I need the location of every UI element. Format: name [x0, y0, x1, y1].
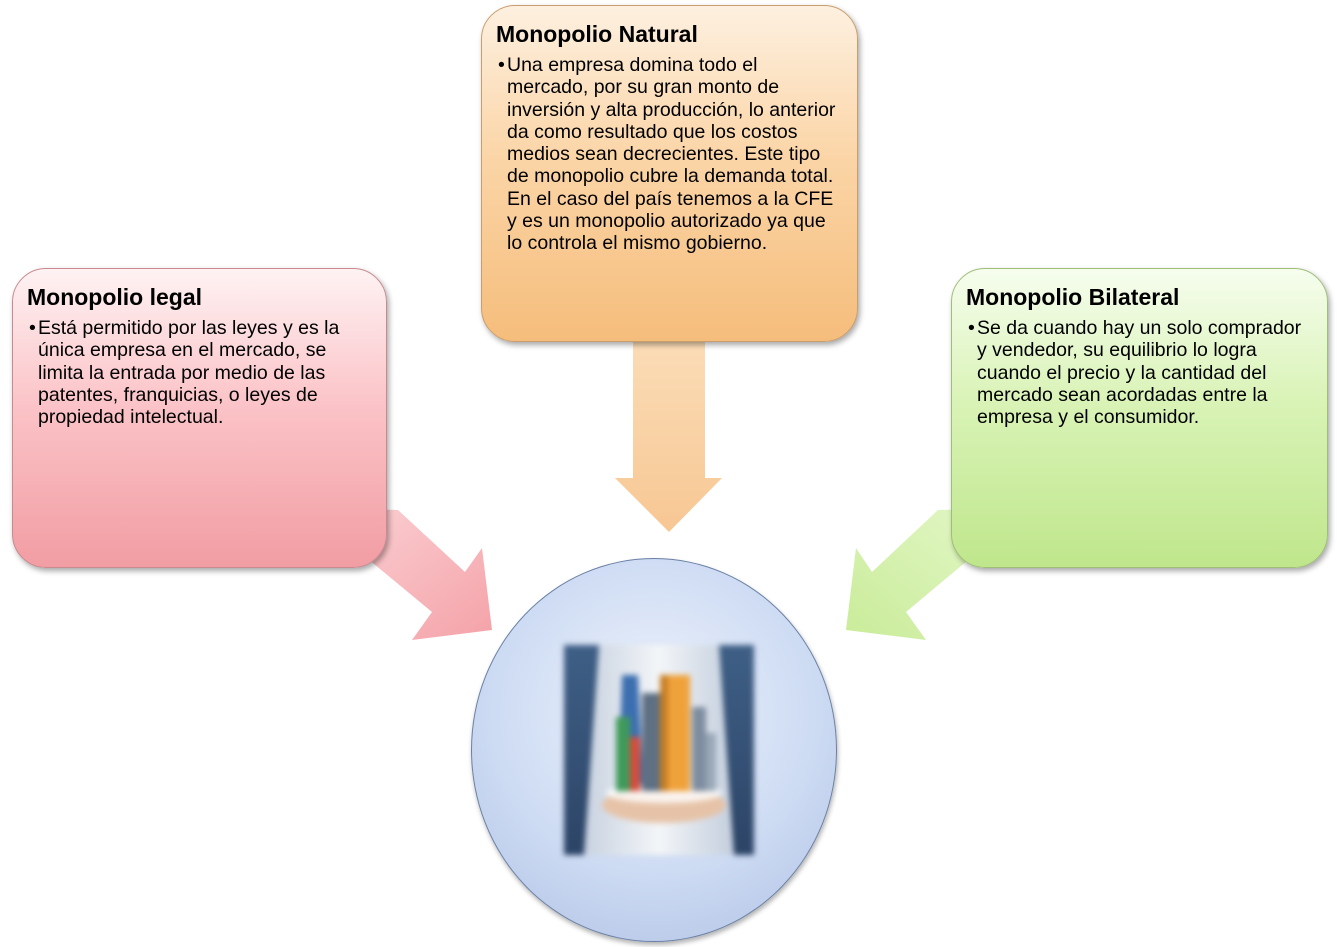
card-title: Monopolio legal: [27, 284, 203, 310]
bullet-icon: •: [968, 317, 975, 339]
card-monopolio-bilateral: Monopolio Bilateral • Se da cuando hay u…: [951, 268, 1328, 568]
card-monopolio-natural: Monopolio Natural • Una empresa domina t…: [481, 5, 858, 342]
card-description: Se da cuando hay un solo comprador y ven…: [977, 317, 1302, 429]
card-title: Monopolio Natural: [496, 21, 698, 47]
card-monopolio-legal: Monopolio legal • Está permitido por las…: [12, 268, 387, 568]
card-body: • Se da cuando hay un solo comprador y v…: [966, 317, 1313, 428]
card-title: Monopolio Bilateral: [966, 284, 1180, 310]
card-description: Una empresa domina todo el mercado, por …: [507, 54, 836, 255]
card-body: • Está permitido por las leyes y es la ú…: [27, 317, 372, 428]
card-body: • Una empresa domina todo el mercado, po…: [496, 54, 843, 255]
arrow-natural-to-center: [615, 342, 722, 532]
businessman-holding-city-icon: [564, 645, 754, 855]
card-description: Está permitido por las leyes y es la úni…: [38, 317, 340, 429]
center-circle: [471, 558, 837, 942]
bullet-icon: •: [498, 54, 505, 76]
bullet-icon: •: [29, 317, 36, 339]
